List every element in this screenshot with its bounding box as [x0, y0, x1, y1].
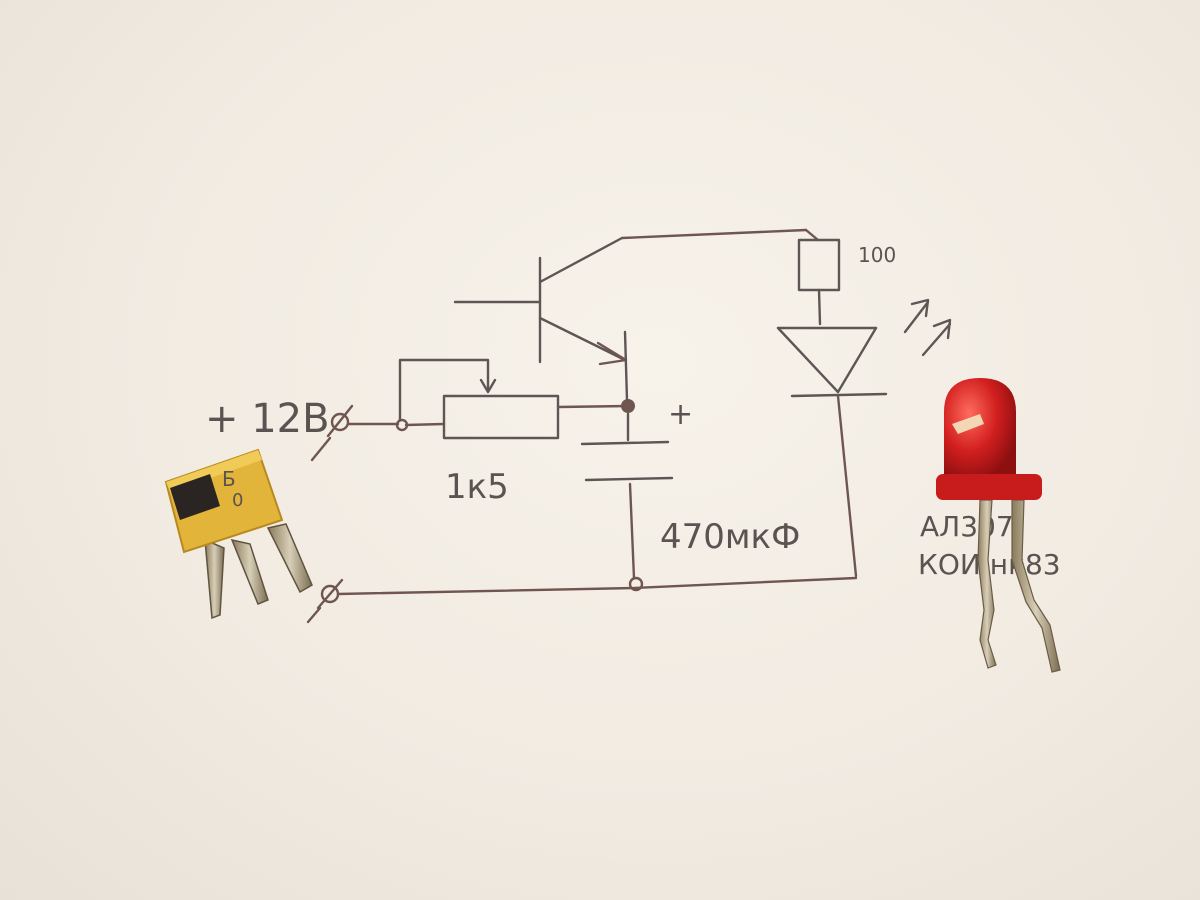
junction-node [621, 399, 635, 413]
wire-to-resistor [804, 228, 820, 242]
resistor-label: 100 [858, 243, 896, 267]
schematic: + 12В 1к5 [205, 228, 952, 624]
potentiometer-body [442, 394, 560, 440]
capacitor-polarity: + [668, 397, 693, 432]
supply-label: + 12В [205, 396, 330, 442]
pot-label: 1к5 [445, 467, 509, 507]
led-component: АЛ307 КОИ нк83 [918, 378, 1061, 673]
capacitor-symbol [580, 412, 674, 580]
potentiometer-wiper [398, 358, 490, 422]
led-symbol [776, 298, 952, 578]
junction-ground [628, 576, 644, 592]
transistor-component: Б 0 [164, 448, 313, 620]
resistor-body [797, 238, 841, 292]
capacitor-label: 470мкФ [660, 517, 800, 557]
input-terminal-top [310, 404, 354, 462]
transistor-marking-1: Б [222, 467, 236, 491]
wire-to-pot [404, 422, 446, 427]
input-terminal-bottom [306, 578, 344, 624]
transistor-marking-2: 0 [232, 490, 243, 511]
wire-pot-node [556, 404, 630, 409]
wire-ground [336, 576, 858, 596]
wiper-arrow [479, 378, 497, 394]
led-label-line1: АЛ307 [920, 510, 1014, 543]
wire-resistor-led [817, 288, 822, 326]
transistor-symbol [453, 228, 808, 402]
